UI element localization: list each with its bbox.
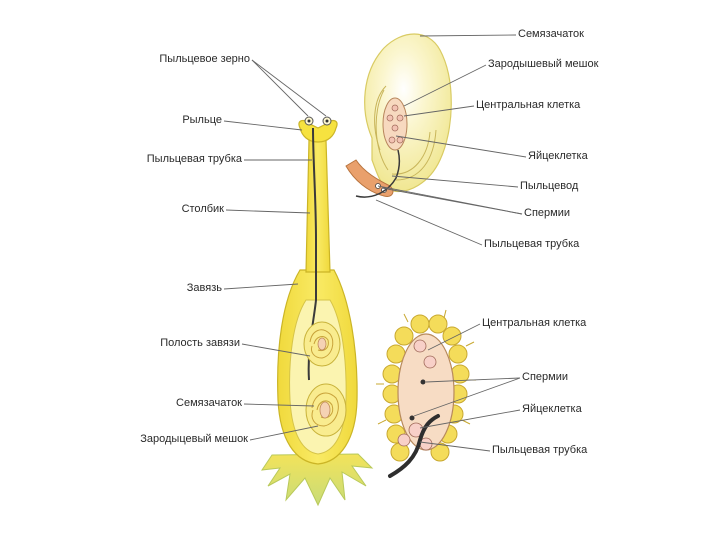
label-sperm-bottom: Спермии: [522, 371, 568, 384]
label-embryo-sac-top: Зародышевый мешок: [488, 58, 598, 71]
label-stigma: Рыльце: [150, 114, 222, 127]
label-pollen-tube-top: Пыльцевая трубка: [484, 238, 579, 251]
label-style: Столбик: [150, 203, 224, 216]
embryo-sac-detail: [376, 310, 476, 476]
ovule-top-integument: [365, 34, 452, 191]
central-cell-nucleus-1: [414, 340, 426, 352]
label-embryo-sac-left: Зародыцевый мешок: [118, 433, 248, 446]
synergid-1: [398, 434, 410, 446]
label-sperm-top: Спермии: [524, 207, 570, 220]
ovule-top: [346, 34, 451, 197]
label-central-cell-bottom: Центральная клетка: [482, 317, 586, 330]
label-ovary: Завязь: [150, 282, 222, 295]
embryo-sac-inner: [398, 334, 454, 450]
ovule-upper: [304, 322, 340, 366]
label-ovule-top: Семязачаток: [518, 28, 584, 41]
label-pollen-tube-bottom: Пыльцевая трубка: [492, 444, 587, 457]
label-central-cell-top: Центральная клетка: [476, 99, 580, 112]
label-egg-cell-top: Яйцеклетка: [528, 150, 588, 163]
label-egg-cell-bottom: Яйцеклетка: [522, 403, 582, 416]
sperm-1: [421, 380, 426, 385]
stigma-body: [299, 121, 337, 142]
sperm-2: [410, 416, 415, 421]
label-ovule-left: Семязачаток: [160, 397, 242, 410]
ovule-lower: [306, 384, 346, 436]
label-pollen-tube-left: Пыльцевая трубка: [120, 153, 242, 166]
label-pollen-grain: Пыльцевое зерно: [118, 53, 250, 66]
label-micropyle: Пыльцевод: [520, 180, 578, 193]
central-cell-nucleus-2: [424, 356, 436, 368]
label-ovary-cavity: Полость завязи: [120, 337, 240, 350]
